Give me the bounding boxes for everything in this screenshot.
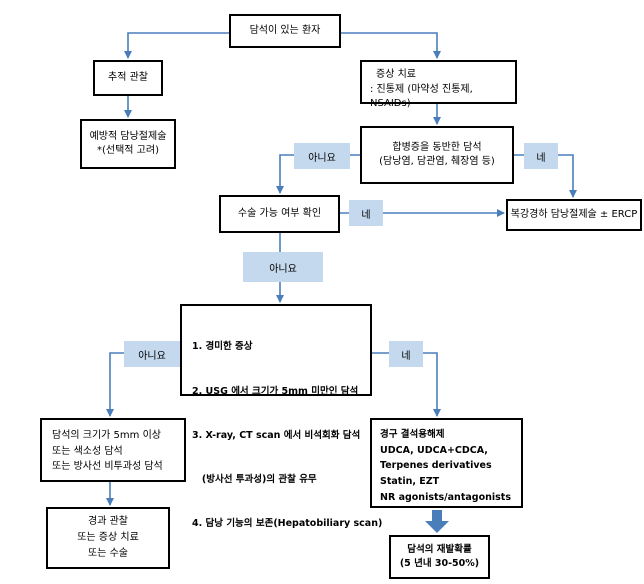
node-symptomatic: 증상 치료 : 진통제 (마약성 진통제, NSAIDs) [360, 60, 517, 109]
node-recurrence: 담석의 재발확률 (5 년내 30-50%) [389, 535, 490, 579]
node-recurrence-line-1: 담석의 재발확률 [407, 544, 472, 556]
node-unsuitable-line-2: 또는 색소성 담석 [52, 445, 123, 457]
node-symptomatic-line-1: 증상 치료 [376, 69, 416, 80]
label-yes-complicated: 네 [524, 143, 558, 169]
node-oral-line-3: Terpenes derivatives [380, 460, 492, 472]
criteria-item-4: 4. 담낭 기능의 보존(Hepatobiliary scan) [192, 518, 383, 530]
label-no-surgery: 아니요 [243, 252, 323, 282]
criteria-item-3-cont: (방사선 투과성)의 관찰 유무 [192, 473, 317, 485]
criteria-item-2: 2. USG 에서 크기가 5mm 미만인 담석 [192, 385, 359, 397]
node-followup: 추적 관찰 [93, 60, 163, 96]
label-yes-surgery: 네 [349, 200, 383, 226]
node-preventive-line-2: *(선택적 고려) [97, 145, 159, 156]
node-complicated-line-2: (담낭염, 담관염, 췌장염 등) [379, 156, 495, 167]
node-oral-line-1: 경구 결석용해제 [380, 429, 445, 440]
node-observation: 경과 관찰 또는 증상 치료 또는 수술 [46, 507, 170, 569]
node-oral-line-4: Statin, EZT [380, 476, 440, 488]
label-yes-criteria: 네 [389, 341, 423, 367]
criteria-item-1: 1. 경미한 증상 [192, 341, 253, 353]
criteria-item-3: 3. X-ray, CT scan 에서 비석회화 담석 [192, 429, 361, 441]
node-observation-line-2: 또는 증상 치료 [77, 532, 139, 543]
node-oral-dissolution: 경구 결석용해제 UDCA, UDCA+CDCA, Terpenes deriv… [370, 418, 523, 508]
node-observation-line-3: 또는 수술 [88, 548, 128, 559]
node-oral-line-2: UDCA, UDCA+CDCA, [380, 444, 488, 456]
node-preventive: 예방적 담낭절제술 *(선택적 고려) [80, 119, 176, 169]
node-unsuitable-line-3: 또는 방사선 비투과성 담석 [52, 461, 163, 472]
node-surgery-check: 수술 가능 여부 확인 [219, 195, 340, 233]
label-no-criteria: 아니요 [124, 341, 180, 367]
arrow-patient-to-followup [124, 32, 230, 59]
node-followup-text: 추적 관찰 [108, 71, 148, 83]
node-symptomatic-line-2: : 진통제 (마약성 진통제, NSAIDs) [370, 83, 473, 110]
node-unsuitable: 담석의 크기가 5mm 이상 또는 색소성 담석 또는 방사선 비투과성 담석 [40, 418, 186, 482]
node-observation-line-1: 경과 관찰 [88, 516, 128, 527]
arrow-oral-to-recurrence [425, 510, 449, 533]
node-surgery-check-text: 수술 가능 여부 확인 [237, 207, 322, 219]
node-complicated: 합병증을 동반한 담석 (담낭염, 담관염, 췌장염 등) [360, 126, 514, 184]
node-recurrence-line-2: (5 년내 30-50%) [399, 558, 480, 569]
node-unsuitable-line-1: 담석의 크기가 5mm 이상 [52, 430, 161, 441]
node-preventive-line-1: 예방적 담낭절제술 [89, 130, 167, 142]
node-complicated-line-1: 합병증을 동반한 담석 [392, 141, 482, 153]
node-criteria: 1. 경미한 증상 2. USG 에서 크기가 5mm 미만인 담석 3. X-… [180, 304, 382, 529]
node-patient: 담석이 있는 환자 [229, 14, 341, 48]
node-oral-line-5: NR agonists/antagonists [380, 491, 511, 503]
node-laparoscopic-text: 복강경하 담낭절제술 ± ERCP [510, 208, 638, 220]
node-patient-text: 담석이 있는 환자 [249, 24, 321, 36]
label-no-complicated: 아니요 [294, 143, 350, 169]
arrow-patient-to-symptomatic [340, 32, 441, 59]
node-laparoscopic: 복강경하 담낭절제술 ± ERCP [506, 199, 642, 231]
